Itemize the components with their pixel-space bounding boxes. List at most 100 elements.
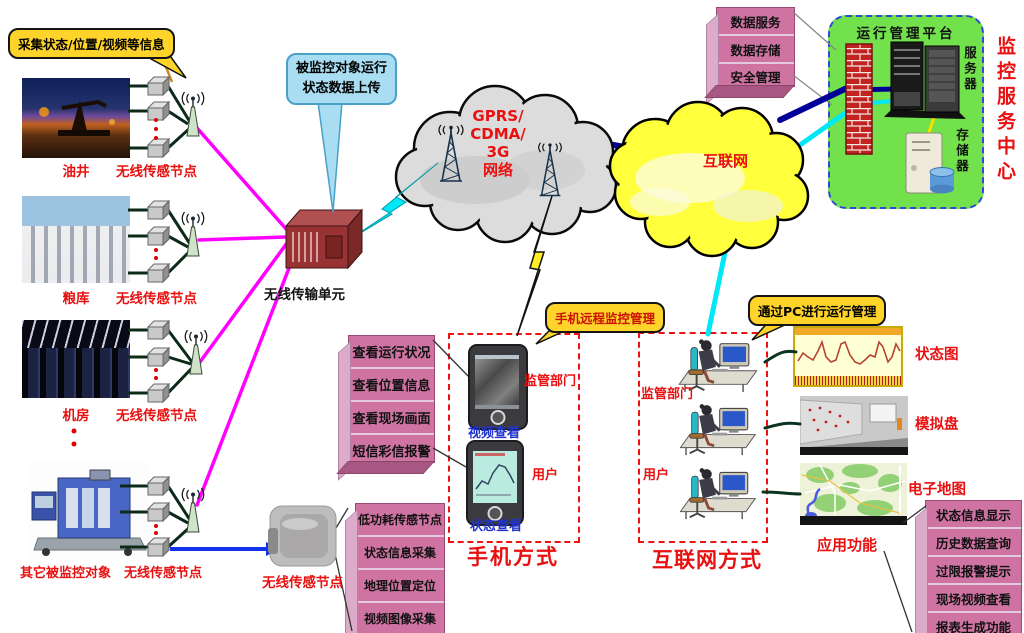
blue-arrow [170, 542, 280, 556]
platform-title: 运行管理平台 [856, 26, 956, 42]
sensor-feature: 地理位置定位 [356, 570, 444, 603]
platform-box: 运行管理平台 [828, 15, 984, 209]
e-map-drawing [800, 464, 907, 525]
upload-callout: 被监控对象运行 状态数据上传 [286, 53, 398, 105]
bubble-tails [139, 52, 801, 345]
net-user-label: 用户 [643, 468, 670, 483]
gprs-line: 网络 [482, 161, 513, 179]
transmission-unit [284, 208, 364, 270]
services-box-bottom [704, 85, 795, 98]
mimic-panel-label: 模拟盘 [915, 417, 959, 433]
phone-home-button [490, 410, 506, 425]
smartphone-status [466, 440, 524, 526]
phone-chart-line [475, 464, 515, 490]
status-chart-line [797, 339, 901, 365]
monitor-center-label: 监控服务中心 [994, 36, 1016, 186]
other-object-label: 其它被监控对象 [20, 566, 112, 581]
storage-label: 存储器 [954, 128, 969, 175]
oil-well-photo [22, 78, 130, 158]
internet-mode-title: 互联网方式 [652, 548, 762, 572]
phone-mode-title: 手机方式 [467, 545, 559, 569]
mimic-panel-image [799, 396, 908, 455]
magenta-links [195, 126, 293, 507]
sensor-features-box: 低功耗传感节点 状态信息采集 地理位置定位 视频图像采集 [345, 503, 445, 633]
sensor-node-label: 无线传感节点 [116, 164, 197, 180]
status-chart-image [793, 326, 903, 387]
app-features-side [915, 506, 928, 633]
sensor-feature: 视频图像采集 [356, 603, 444, 633]
cell-tower-icon [537, 141, 563, 197]
internet-cloud-label: 互联网 [703, 152, 749, 170]
machine-tool-drawing [31, 469, 147, 556]
phone-remote-callout: 手机远程监控管理 [545, 302, 666, 333]
phone-features-side [338, 341, 351, 481]
phone-features-box: 查看运行状况 查看位置信息 查看现场画面 短信彩信报警 [336, 335, 435, 481]
machine-tool-photo [28, 462, 150, 560]
mimic-panel-drawing [799, 396, 908, 455]
upload-text-line1: 被监控对象运行 [296, 61, 388, 76]
antenna-icons [181, 92, 208, 533]
granary-label: 粮库 [62, 291, 90, 307]
sensor-node-label: 无线传感节点 [124, 566, 203, 581]
phone-feature: 查看位置信息 [349, 369, 434, 402]
collect-info-text: 采集状态/位置/视频等信息 [18, 37, 165, 52]
app-feature: 状态信息显示 [926, 501, 1021, 529]
transmission-unit-label: 无线传输单元 [264, 287, 345, 303]
app-feature: 现场视频查看 [926, 585, 1021, 613]
sensor-node-label: 无线传感节点 [116, 408, 197, 424]
phone-mode-box [448, 333, 580, 543]
pc-manage-callout: 通过PC进行运行管理 [748, 295, 887, 326]
sensor-feature: 状态信息采集 [356, 537, 444, 570]
phone-feature: 短信彩信报警 [352, 444, 431, 460]
cyan-bolt [343, 162, 439, 244]
collect-info-callout: 采集状态/位置/视频等信息 [8, 28, 175, 59]
gprs-cloud-label: GPRS/ CDMA/ 3G 网络 [458, 107, 538, 179]
phone-features-bottom [336, 461, 435, 474]
oil-well-label: 油井 [62, 164, 90, 180]
internet-mode-box [638, 332, 768, 543]
status-chart-label: 状态图 [915, 347, 959, 363]
smartphone-video [468, 344, 528, 430]
machine-room-label: 机房 [62, 408, 90, 424]
phone-video-screen [475, 355, 519, 409]
e-map-label: 电子地图 [908, 482, 966, 498]
internet-cloud [608, 100, 810, 258]
phone-chart-header [475, 453, 505, 456]
phone-regulator-label: 监管部门 [524, 374, 577, 389]
platform-services-box: 数据服务 数据存储 安全管理 [704, 7, 795, 105]
app-features-box: 状态信息显示 历史数据查询 过限报警提示 现场视频查看 报表生成功能 [915, 500, 1022, 633]
sensor-nodes [147, 76, 170, 557]
phone-remote-text: 手机远程监控管理 [555, 311, 656, 326]
server-label: 服务器 [962, 46, 977, 93]
sensor-node-label: 无线传感节点 [116, 291, 197, 307]
app-feature: 报表生成功能 [926, 613, 1021, 633]
phone-user-label: 用户 [532, 468, 559, 483]
status-view-label: 状态查看 [470, 519, 523, 534]
service-item: 安全管理 [730, 69, 781, 85]
granary-photo [22, 196, 130, 283]
status-chart-titlebar [795, 328, 901, 335]
app-functions-label: 应用功能 [817, 536, 878, 554]
phone-feature: 查看现场画面 [349, 402, 434, 435]
phone-feature: 查看运行状况 [349, 336, 434, 369]
app-feature: 历史数据查询 [926, 529, 1021, 557]
upload-text-line2: 状态数据上传 [302, 81, 381, 96]
gprs-line: 3G [486, 143, 510, 161]
e-map-image [800, 463, 907, 525]
oil-pump-silhouette [39, 99, 115, 136]
service-item: 数据存储 [717, 36, 794, 64]
app-feature: 过限报警提示 [926, 557, 1021, 585]
service-item: 数据服务 [717, 8, 794, 36]
sensor-feature: 低功耗传感节点 [356, 504, 444, 537]
net-regulator-label: 监管部门 [641, 387, 694, 402]
gprs-line: CDMA/ [470, 125, 526, 143]
sensor-features-side [345, 509, 358, 633]
gprs-line: GPRS/ [472, 107, 524, 125]
sensor-device-photo [268, 505, 337, 567]
phone-home-button [487, 506, 503, 521]
status-chart-axis [795, 376, 901, 385]
video-view-label: 视频查看 [468, 426, 521, 441]
machine-room-photo [22, 320, 130, 398]
phone-status-screen [473, 451, 517, 503]
